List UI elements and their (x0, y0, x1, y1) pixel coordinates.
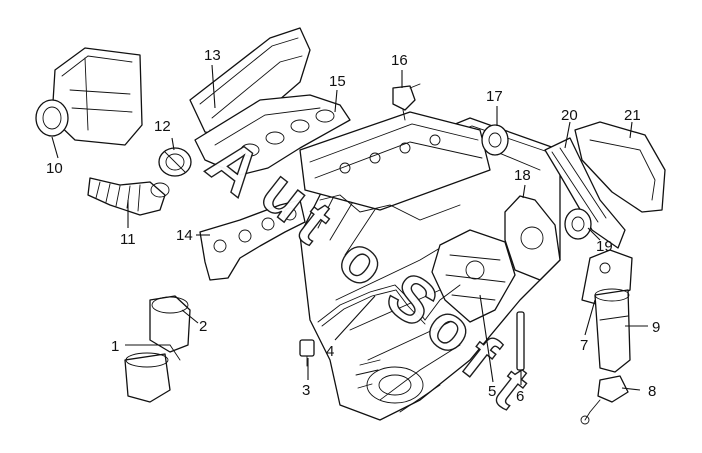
callout-14: 14 (176, 227, 193, 244)
intake-manifold (194, 94, 351, 176)
callout-9: 9 (652, 319, 660, 336)
timing-belt-front-cover (574, 121, 666, 213)
callout-3: 3 (302, 382, 310, 399)
callout-21: 21 (624, 107, 641, 124)
air-filter-housing (35, 47, 143, 146)
callout-16: 16 (391, 52, 408, 69)
cylinder-head (299, 111, 491, 221)
callout-18: 18 (514, 167, 531, 184)
callout-11: 11 (120, 231, 136, 248)
callout-12: 12 (154, 118, 171, 135)
callout-8: 8 (648, 383, 656, 400)
filter-heater-base (580, 375, 629, 425)
injection-pump (431, 229, 516, 323)
callout-10: 10 (46, 160, 63, 177)
fuel-filter (594, 288, 631, 373)
callout-13: 13 (204, 47, 221, 64)
callout-2: 2 (199, 318, 207, 335)
callout-1: 1 (111, 338, 119, 355)
callout-6: 6 (516, 388, 524, 405)
timing-belt (544, 137, 626, 249)
callout-5: 5 (488, 383, 496, 400)
callout-15: 15 (329, 73, 346, 90)
oil-filter-assembly (124, 295, 191, 403)
camshaft-pulley (481, 124, 509, 156)
fuel-line (317, 284, 461, 327)
callout-labels: 1 2 3 4 5 6 7 8 9 10 11 12 13 14 15 16 1… (46, 47, 660, 405)
callout-4: 4 (326, 343, 334, 360)
tensioner-pulley (564, 208, 592, 240)
callout-19: 19 (596, 238, 613, 255)
exhaust-manifold (199, 199, 306, 281)
timing-belt-rear-cover (504, 195, 561, 281)
sensor-connector (299, 339, 315, 367)
throttle-body (158, 147, 192, 177)
callout-17: 17 (486, 88, 503, 105)
temperature-sensor (392, 83, 421, 121)
leader-lines (51, 64, 648, 391)
intake-hose (87, 177, 170, 216)
callout-7: 7 (580, 337, 588, 354)
callout-20: 20 (561, 107, 578, 124)
